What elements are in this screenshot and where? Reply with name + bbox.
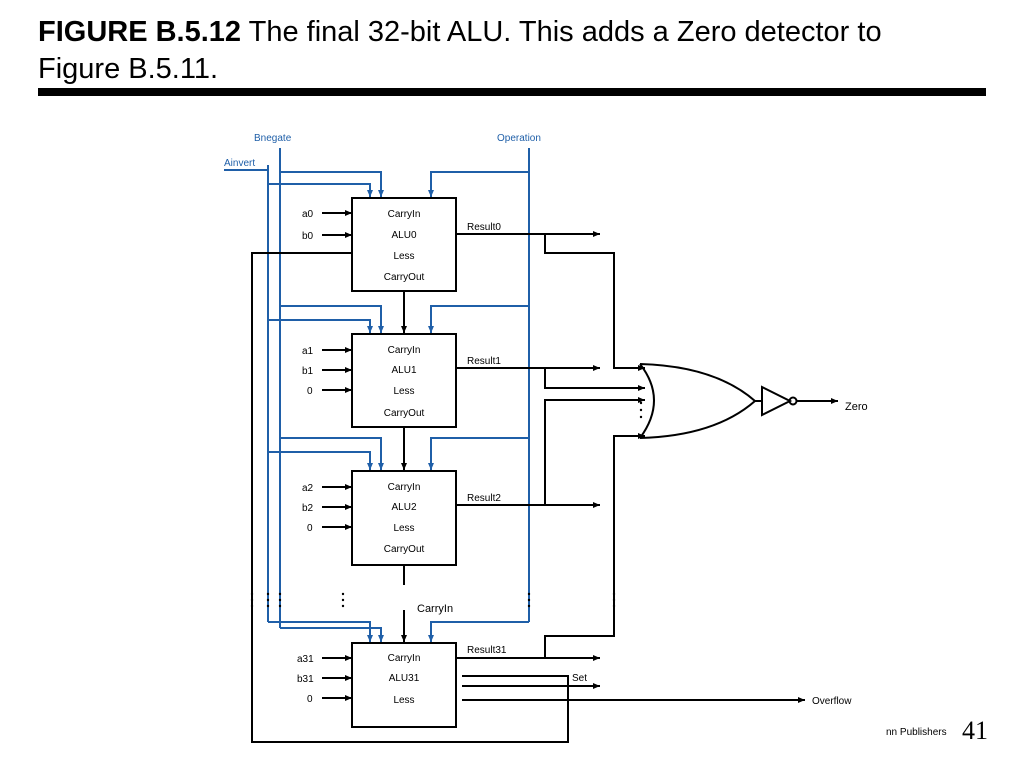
alu2-input-zero: 0	[307, 523, 313, 534]
alu1-block: CarryIn ALU1 Less CarryOut a1 b1 0 Resul…	[302, 333, 501, 428]
alu0-carryin: CarryIn	[388, 209, 421, 220]
ellipsis-dots	[250, 401, 643, 608]
bnegate-label: Bnegate	[254, 133, 292, 144]
figure-caption: The final 32-bit ALU. This adds a Zero d…	[38, 16, 882, 85]
title-rule	[38, 88, 986, 96]
alu1-carryin: CarryIn	[388, 345, 421, 356]
alu1-less: Less	[393, 386, 414, 397]
alu2-carryout: CarryOut	[384, 544, 425, 555]
figure-label: FIGURE B.5.12	[38, 16, 242, 48]
alu31-result-label: Result31	[467, 645, 507, 656]
alu2-block: CarryIn ALU2 Less CarryOut a2 b2 0 Resul…	[302, 470, 501, 566]
alu1-input-zero: 0	[307, 386, 313, 397]
alu2-less: Less	[393, 523, 414, 534]
alu1-carryout: CarryOut	[384, 408, 425, 419]
alu31-block: CarryIn ALU31 Less a31 b31 0 Result31	[297, 642, 507, 728]
alu31-carryin: CarryIn	[388, 653, 421, 664]
set-label: Set	[572, 673, 587, 684]
control-wires	[224, 148, 530, 642]
alu2-carryin: CarryIn	[388, 482, 421, 493]
alu31-input-zero: 0	[307, 694, 313, 705]
data-wires	[251, 210, 838, 743]
alu31-less: Less	[393, 695, 414, 706]
alu0-result-label: Result0	[467, 222, 501, 233]
publisher-footer: nn Publishers	[886, 727, 947, 738]
alu31-name: ALU31	[389, 673, 420, 684]
alu1-input-a: a1	[302, 346, 314, 357]
alu1-input-b: b1	[302, 366, 314, 377]
alu1-name: ALU1	[391, 365, 416, 376]
slide-title: FIGURE B.5.12 The final 32-bit ALU. This…	[38, 14, 968, 88]
zero-label: Zero	[845, 401, 868, 413]
alu0-block: CarryIn ALU0 Less CarryOut a0 b0 Result0	[302, 197, 501, 292]
overflow-label: Overflow	[812, 696, 852, 707]
alu0-name: ALU0	[391, 230, 416, 241]
alu0-input-b: b0	[302, 231, 314, 242]
alu0-input-a: a0	[302, 209, 314, 220]
alu0-carryout: CarryOut	[384, 272, 425, 283]
carryin-label: CarryIn	[417, 603, 453, 615]
alu1-result-label: Result1	[467, 356, 501, 367]
alu2-input-a: a2	[302, 483, 314, 494]
alu2-name: ALU2	[391, 502, 416, 513]
page-number: 41	[962, 716, 988, 745]
alu31-input-a: a31	[297, 654, 314, 665]
alu0-less: Less	[393, 251, 414, 262]
alu2-result-label: Result2	[467, 493, 501, 504]
alu2-input-b: b2	[302, 503, 314, 514]
operation-label: Operation	[497, 133, 541, 144]
ainvert-label: Ainvert	[224, 158, 255, 169]
alu31-input-b: b31	[297, 674, 314, 685]
